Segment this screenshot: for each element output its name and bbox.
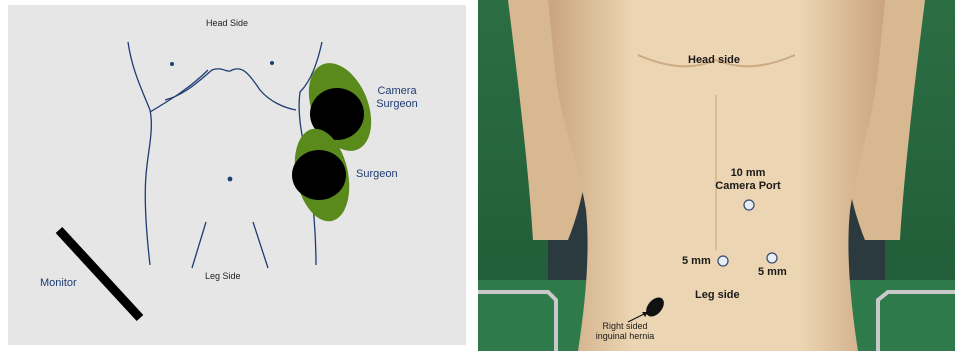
surgeon-head [292, 150, 346, 200]
umbilicus-dot [228, 177, 233, 182]
monitor-label: Monitor [40, 277, 77, 290]
hernia-label: Right sided inguinal hernia [584, 321, 666, 341]
schematic-drawing [0, 0, 470, 351]
right-leg-side-label: Leg side [695, 289, 740, 302]
port-left-label: 5 mm [682, 255, 711, 268]
right-nipple-dot [270, 61, 274, 65]
torso-left-outline [128, 42, 151, 265]
port-right-circle [767, 253, 777, 263]
left-groin-line [192, 222, 206, 268]
hernia-label-line1: Right sided [584, 321, 666, 331]
camera-port-label-line1: 10 mm [706, 167, 790, 180]
camera-surgeon-label-line2: Surgeon [368, 98, 426, 111]
port-left-circle [718, 256, 728, 266]
schematic-panel: Head Side Leg Side Monitor Camera Surgeo… [0, 0, 470, 351]
camera-port-label-line2: Camera Port [706, 180, 790, 193]
monitor-bar [59, 230, 140, 318]
camera-port-label: 10 mm Camera Port [706, 167, 790, 193]
camera-surgeon-label-line1: Camera [368, 85, 426, 98]
leg-side-label: Leg Side [205, 271, 241, 281]
port-right-label: 5 mm [758, 266, 787, 279]
right-groin-line [253, 222, 268, 268]
camera-port-circle [744, 200, 754, 210]
left-nipple-dot [170, 62, 174, 66]
camera-surgeon-label: Camera Surgeon [368, 85, 426, 111]
head-side-label: Head Side [206, 18, 248, 28]
illustration-panel: Head side 10 mm Camera Port 5 mm 5 mm Le… [478, 0, 955, 351]
surgeon-label: Surgeon [356, 168, 398, 181]
hernia-label-line2: inguinal hernia [584, 331, 666, 341]
left-pec-line [150, 70, 208, 112]
right-head-side-label: Head side [688, 54, 740, 67]
